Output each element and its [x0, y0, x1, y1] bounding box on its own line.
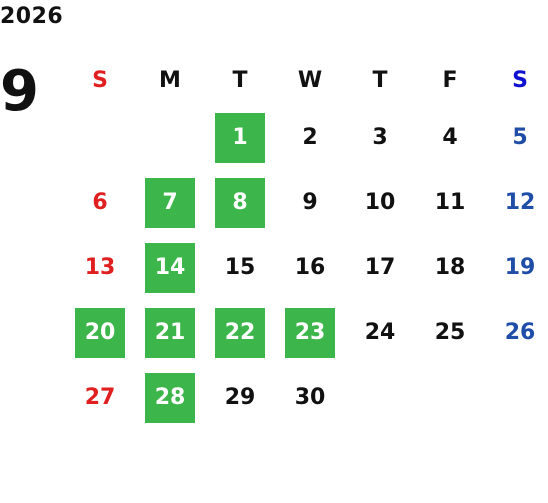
day-number[interactable]: 18	[434, 255, 466, 280]
day-number[interactable]: 5	[512, 125, 528, 150]
day-cell	[485, 365, 548, 430]
day-cell[interactable]: 25	[415, 300, 485, 365]
day-number	[355, 373, 405, 423]
day-cell[interactable]: 8	[205, 170, 275, 235]
day-cell[interactable]: 9	[275, 170, 345, 235]
day-cell[interactable]: 26	[485, 300, 548, 365]
year-label: 2026	[0, 4, 64, 29]
day-number[interactable]: 23	[285, 307, 335, 358]
calendar-grid: S M T W T F S 1 2 3 4 5 6 7 8 9 10 11 12…	[65, 55, 548, 430]
day-cell[interactable]: 28	[135, 365, 205, 430]
day-cell[interactable]: 4	[415, 105, 485, 170]
day-number[interactable]: 11	[434, 190, 466, 215]
weekday-header-fri: F	[442, 67, 458, 93]
day-number[interactable]: 2	[302, 125, 318, 150]
day-cell[interactable]: 16	[275, 235, 345, 300]
day-number[interactable]: 13	[84, 255, 116, 280]
day-cell	[345, 365, 415, 430]
day-cell[interactable]: 17	[345, 235, 415, 300]
day-number[interactable]: 22	[215, 307, 265, 358]
weekday-header-mon: M	[159, 67, 181, 93]
day-number[interactable]: 20	[75, 307, 125, 358]
day-number[interactable]: 9	[302, 190, 318, 215]
day-cell[interactable]: 6	[65, 170, 135, 235]
day-number[interactable]: 16	[294, 255, 326, 280]
day-number	[75, 113, 125, 163]
day-cell[interactable]: 13	[65, 235, 135, 300]
day-cell[interactable]: 7	[135, 170, 205, 235]
day-cell[interactable]: 1	[205, 105, 275, 170]
day-number[interactable]: 28	[145, 372, 195, 423]
day-number[interactable]: 26	[504, 320, 536, 345]
day-cell[interactable]: 20	[65, 300, 135, 365]
day-number[interactable]: 12	[504, 190, 536, 215]
day-cell[interactable]: 22	[205, 300, 275, 365]
day-cell[interactable]: 2	[275, 105, 345, 170]
day-number	[145, 113, 195, 163]
weekday-header-thu: T	[372, 67, 388, 93]
day-number[interactable]: 14	[145, 242, 195, 293]
day-number[interactable]: 19	[504, 255, 536, 280]
day-cell[interactable]: 15	[205, 235, 275, 300]
day-cell[interactable]: 12	[485, 170, 548, 235]
month-number: 9	[0, 59, 39, 124]
day-cell[interactable]: 11	[415, 170, 485, 235]
day-number[interactable]: 30	[294, 385, 326, 410]
day-cell[interactable]: 19	[485, 235, 548, 300]
day-number	[425, 373, 475, 423]
weekday-header-sat: S	[512, 67, 528, 93]
day-number[interactable]: 4	[442, 125, 458, 150]
day-cell[interactable]: 30	[275, 365, 345, 430]
day-cell[interactable]: 10	[345, 170, 415, 235]
day-number[interactable]: 10	[364, 190, 396, 215]
day-number[interactable]: 3	[372, 125, 388, 150]
day-number[interactable]: 25	[434, 320, 466, 345]
day-cell	[415, 365, 485, 430]
day-cell[interactable]: 21	[135, 300, 205, 365]
day-cell	[65, 105, 135, 170]
day-number[interactable]: 27	[84, 385, 116, 410]
day-cell[interactable]: 29	[205, 365, 275, 430]
day-number[interactable]: 1	[215, 112, 265, 163]
day-number[interactable]: 6	[92, 190, 108, 215]
weekday-header-wed: W	[297, 67, 323, 93]
weekday-header-tue: T	[232, 67, 248, 93]
day-cell[interactable]: 18	[415, 235, 485, 300]
day-cell	[135, 105, 205, 170]
day-cell[interactable]: 23	[275, 300, 345, 365]
day-number[interactable]: 15	[224, 255, 256, 280]
day-cell[interactable]: 3	[345, 105, 415, 170]
day-number[interactable]: 8	[215, 177, 265, 228]
day-number[interactable]: 24	[364, 320, 396, 345]
day-cell[interactable]: 14	[135, 235, 205, 300]
day-cell[interactable]: 24	[345, 300, 415, 365]
day-number[interactable]: 21	[145, 307, 195, 358]
day-cell[interactable]: 5	[485, 105, 548, 170]
day-number[interactable]: 7	[145, 177, 195, 228]
day-number	[495, 373, 545, 423]
day-number[interactable]: 29	[224, 385, 256, 410]
day-number[interactable]: 17	[364, 255, 396, 280]
day-cell[interactable]: 27	[65, 365, 135, 430]
weekday-header-sun: S	[92, 67, 108, 93]
